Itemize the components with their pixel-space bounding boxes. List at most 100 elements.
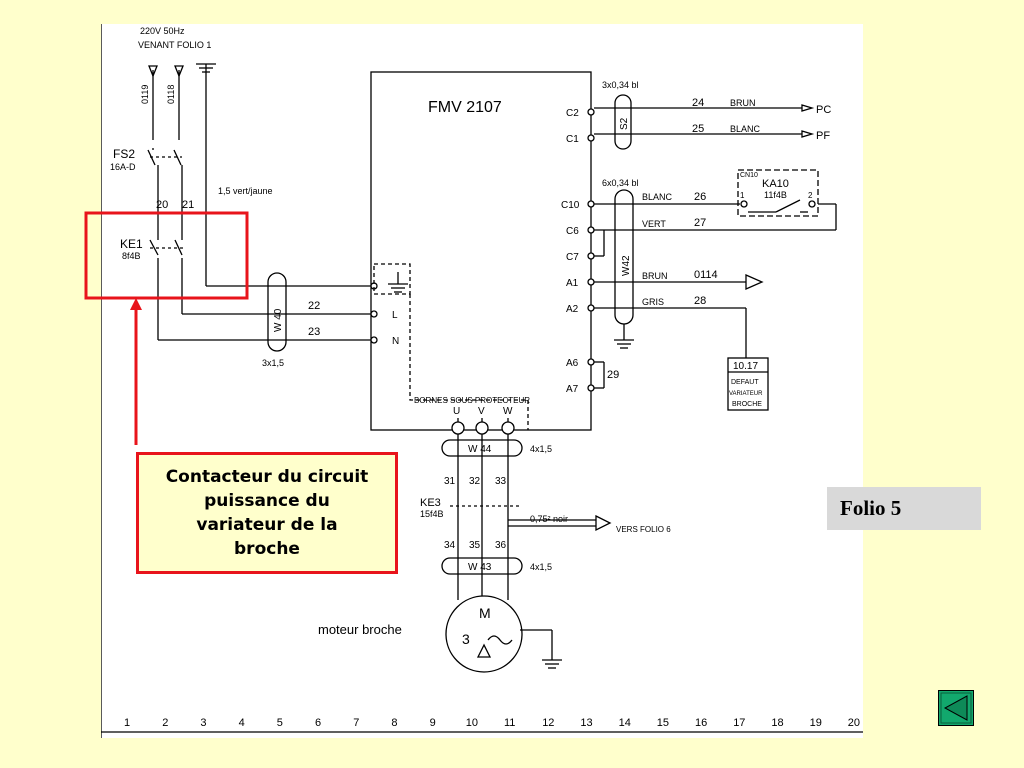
column-number: 18 [771, 717, 783, 729]
terminal-C7: C7 [566, 252, 579, 263]
color-brun: BRUN [730, 98, 756, 108]
cable-3x034: 3x0,34 bl [602, 80, 639, 90]
back-navigation-button[interactable] [938, 690, 974, 726]
ke1-highlight-frame [84, 211, 249, 300]
terminal-A6: A6 [566, 358, 579, 369]
terminal-A7: A7 [566, 384, 579, 395]
wire-label-23: 23 [308, 326, 320, 338]
ka10-pin1: 1 [740, 191, 745, 200]
terminal-W: W [503, 406, 513, 417]
terminal-N: N [392, 336, 399, 347]
wire-label-0114: 0114 [694, 269, 718, 281]
column-number: 2 [162, 717, 168, 729]
cable-w42: W42 [621, 255, 632, 276]
supply-label-line2: VENANT FOLIO 1 [138, 40, 211, 50]
wire-label-35: 35 [469, 540, 481, 551]
ka10-ref: 11f4B [764, 190, 787, 200]
reference-1017: 10.17 [733, 361, 758, 372]
cable-w40: W 40 [273, 308, 284, 332]
column-number: 10 [466, 717, 478, 729]
callout-text: Contacteur du circuit puissance du varia… [166, 465, 369, 561]
color-brun-2: BRUN [642, 271, 668, 281]
column-number: 14 [619, 717, 631, 729]
device-name: FMV 2107 [428, 99, 502, 116]
column-number: 7 [353, 717, 359, 729]
cable-4x15-bottom: 4x1,5 [530, 562, 552, 572]
column-number: 9 [430, 717, 436, 729]
cable-s2: S2 [619, 117, 630, 130]
wire-label-25: 25 [692, 123, 704, 135]
callout-box: Contacteur du circuit puissance du varia… [136, 452, 398, 574]
wire-label-32: 32 [469, 476, 481, 487]
callout-pointer-arrowhead [130, 298, 142, 310]
defaut-label-2: VARIATEUR [729, 391, 763, 397]
terminal-V: V [478, 406, 485, 417]
column-number: 17 [733, 717, 745, 729]
wire-label-26: 26 [694, 191, 706, 203]
vers-folio-6: VERS FOLIO 6 [616, 525, 671, 534]
motor-three-phase: 3 [462, 631, 470, 647]
wire-label-0118: 0118 [166, 85, 176, 104]
wiring-schematic: 220V 50Hz VENANT FOLIO 1 0119 0118 FS2 1… [101, 24, 863, 738]
color-blanc-2: BLANC [642, 192, 673, 202]
destination-pf: PF [816, 130, 830, 142]
column-number: 6 [315, 717, 321, 729]
folio-label: Folio 5 [827, 487, 981, 530]
column-number: 13 [580, 717, 592, 729]
terminal-U: U [453, 406, 460, 417]
column-number: 3 [200, 717, 206, 729]
column-number: 20 [848, 717, 860, 729]
wire-075-noir: 0,75² noir [530, 514, 568, 524]
column-number: 4 [239, 717, 245, 729]
defaut-label-3: BROCHE [732, 401, 762, 408]
terminal-C1: C1 [566, 134, 579, 145]
column-number: 8 [391, 717, 397, 729]
cable-6x034: 6x0,34 bl [602, 178, 639, 188]
motor-m: M [479, 605, 491, 621]
callout-line-2: puissance du [204, 491, 330, 511]
wire-label-28: 28 [694, 295, 706, 307]
ke1-ref: 8f4B [122, 251, 141, 261]
connector-cn10: CN10 [740, 172, 758, 179]
color-gris: GRIS [642, 297, 664, 307]
wire-label-0119: 0119 [140, 85, 150, 104]
column-number: 5 [277, 717, 283, 729]
earth-wire-label: 1,5 vert/jaune [218, 186, 273, 196]
wire-label-22: 22 [308, 300, 320, 312]
cable-w43: W 43 [468, 562, 492, 573]
callout-line-4: broche [234, 539, 300, 559]
terminal-A1: A1 [566, 278, 579, 289]
terminal-C6: C6 [566, 226, 579, 237]
ke3-ref: 15f4B [420, 509, 444, 519]
terminal-C10: C10 [561, 200, 580, 211]
ka10-pin2: 2 [808, 191, 813, 200]
color-vert: VERT [642, 219, 666, 229]
terminal-L: L [392, 310, 398, 321]
back-arrow-icon [940, 692, 972, 724]
bornes-label: BORNES SOUS PROTECTEUR [414, 396, 530, 405]
fs2-name: FS2 [113, 147, 135, 161]
wire-label-29: 29 [607, 369, 619, 381]
ka10-name: KA10 [762, 178, 789, 190]
column-number: 12 [542, 717, 554, 729]
wire-label-24: 24 [692, 97, 704, 109]
ke1-name: KE1 [120, 237, 143, 251]
fs2-ref: 16A-D [110, 162, 136, 172]
ke3-name: KE3 [420, 497, 441, 509]
column-number: 16 [695, 717, 707, 729]
wire-label-21: 21 [182, 199, 194, 211]
column-number: 19 [810, 717, 822, 729]
column-number: 15 [657, 717, 669, 729]
motor-label: moteur broche [318, 622, 402, 637]
wire-label-33: 33 [495, 476, 507, 487]
wire-label-27: 27 [694, 217, 706, 229]
wire-label-36: 36 [495, 540, 507, 551]
defaut-label-1: DEFAUT [731, 379, 759, 386]
cable-3x15: 3x1,5 [262, 358, 284, 368]
wire-label-31: 31 [444, 476, 456, 487]
column-number: 1 [124, 717, 130, 729]
destination-pc: PC [816, 104, 831, 116]
wire-label-20: 20 [156, 199, 168, 211]
